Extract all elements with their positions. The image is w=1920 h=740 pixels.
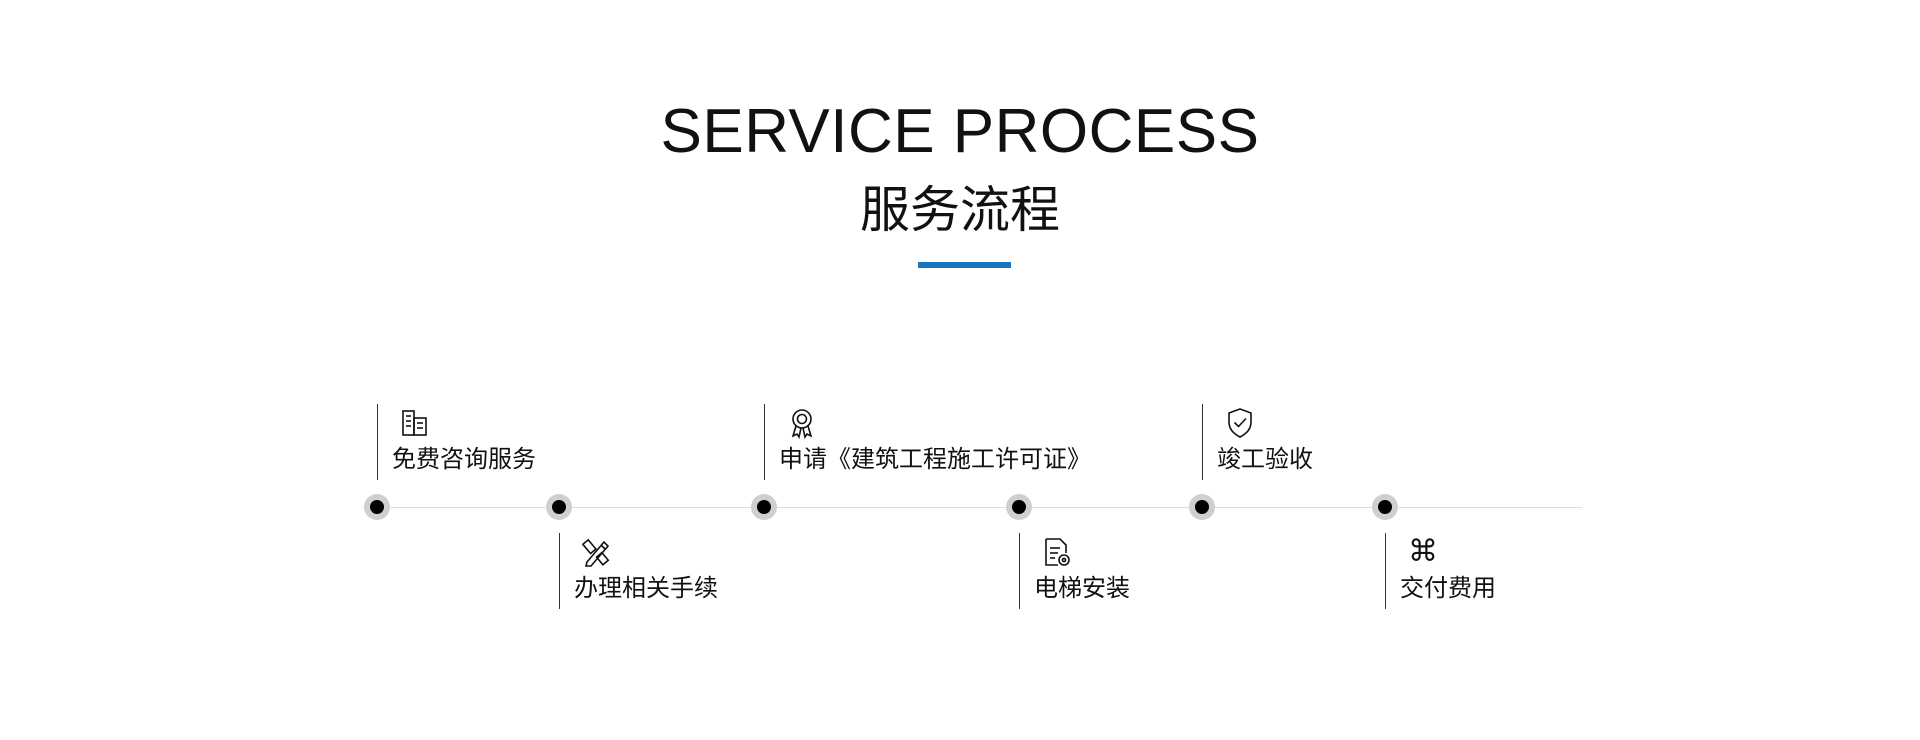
shield-check-icon — [1225, 407, 1255, 439]
process-step-6: ⌘ 交付费用 — [1385, 533, 1496, 609]
timeline-node-2 — [546, 494, 572, 520]
timeline-node-6 — [1372, 494, 1398, 520]
process-step-4: 电梯安装 — [1019, 533, 1130, 609]
command-icon: ⌘ — [1408, 534, 1438, 569]
section-title-cn: 服务流程 — [860, 181, 1060, 239]
title-underline-accent — [918, 262, 1011, 268]
award-ribbon-icon — [787, 407, 817, 439]
step-label: 办理相关手续 — [574, 574, 718, 602]
process-step-2: 办理相关手续 — [559, 533, 718, 609]
timeline-node-4 — [1006, 494, 1032, 520]
step-label: 竣工验收 — [1217, 445, 1313, 473]
step-label: 电梯安装 — [1034, 574, 1130, 602]
timeline-line — [362, 507, 1582, 508]
document-gear-icon — [1042, 536, 1072, 568]
process-step-3: 申请《建筑工程施工许可证》 — [764, 404, 1091, 480]
step-label: 免费咨询服务 — [392, 445, 536, 473]
timeline-node-1 — [364, 494, 390, 520]
step-label: 申请《建筑工程施工许可证》 — [779, 445, 1091, 473]
building-icon — [400, 407, 430, 439]
pencil-ruler-icon — [582, 536, 612, 568]
timeline-node-3 — [751, 494, 777, 520]
process-step-1: 免费咨询服务 — [377, 404, 536, 480]
step-label: 交付费用 — [1400, 574, 1496, 602]
timeline-node-5 — [1189, 494, 1215, 520]
section-title-en: SERVICE PROCESS — [660, 97, 1260, 166]
process-step-5: 竣工验收 — [1202, 404, 1313, 480]
